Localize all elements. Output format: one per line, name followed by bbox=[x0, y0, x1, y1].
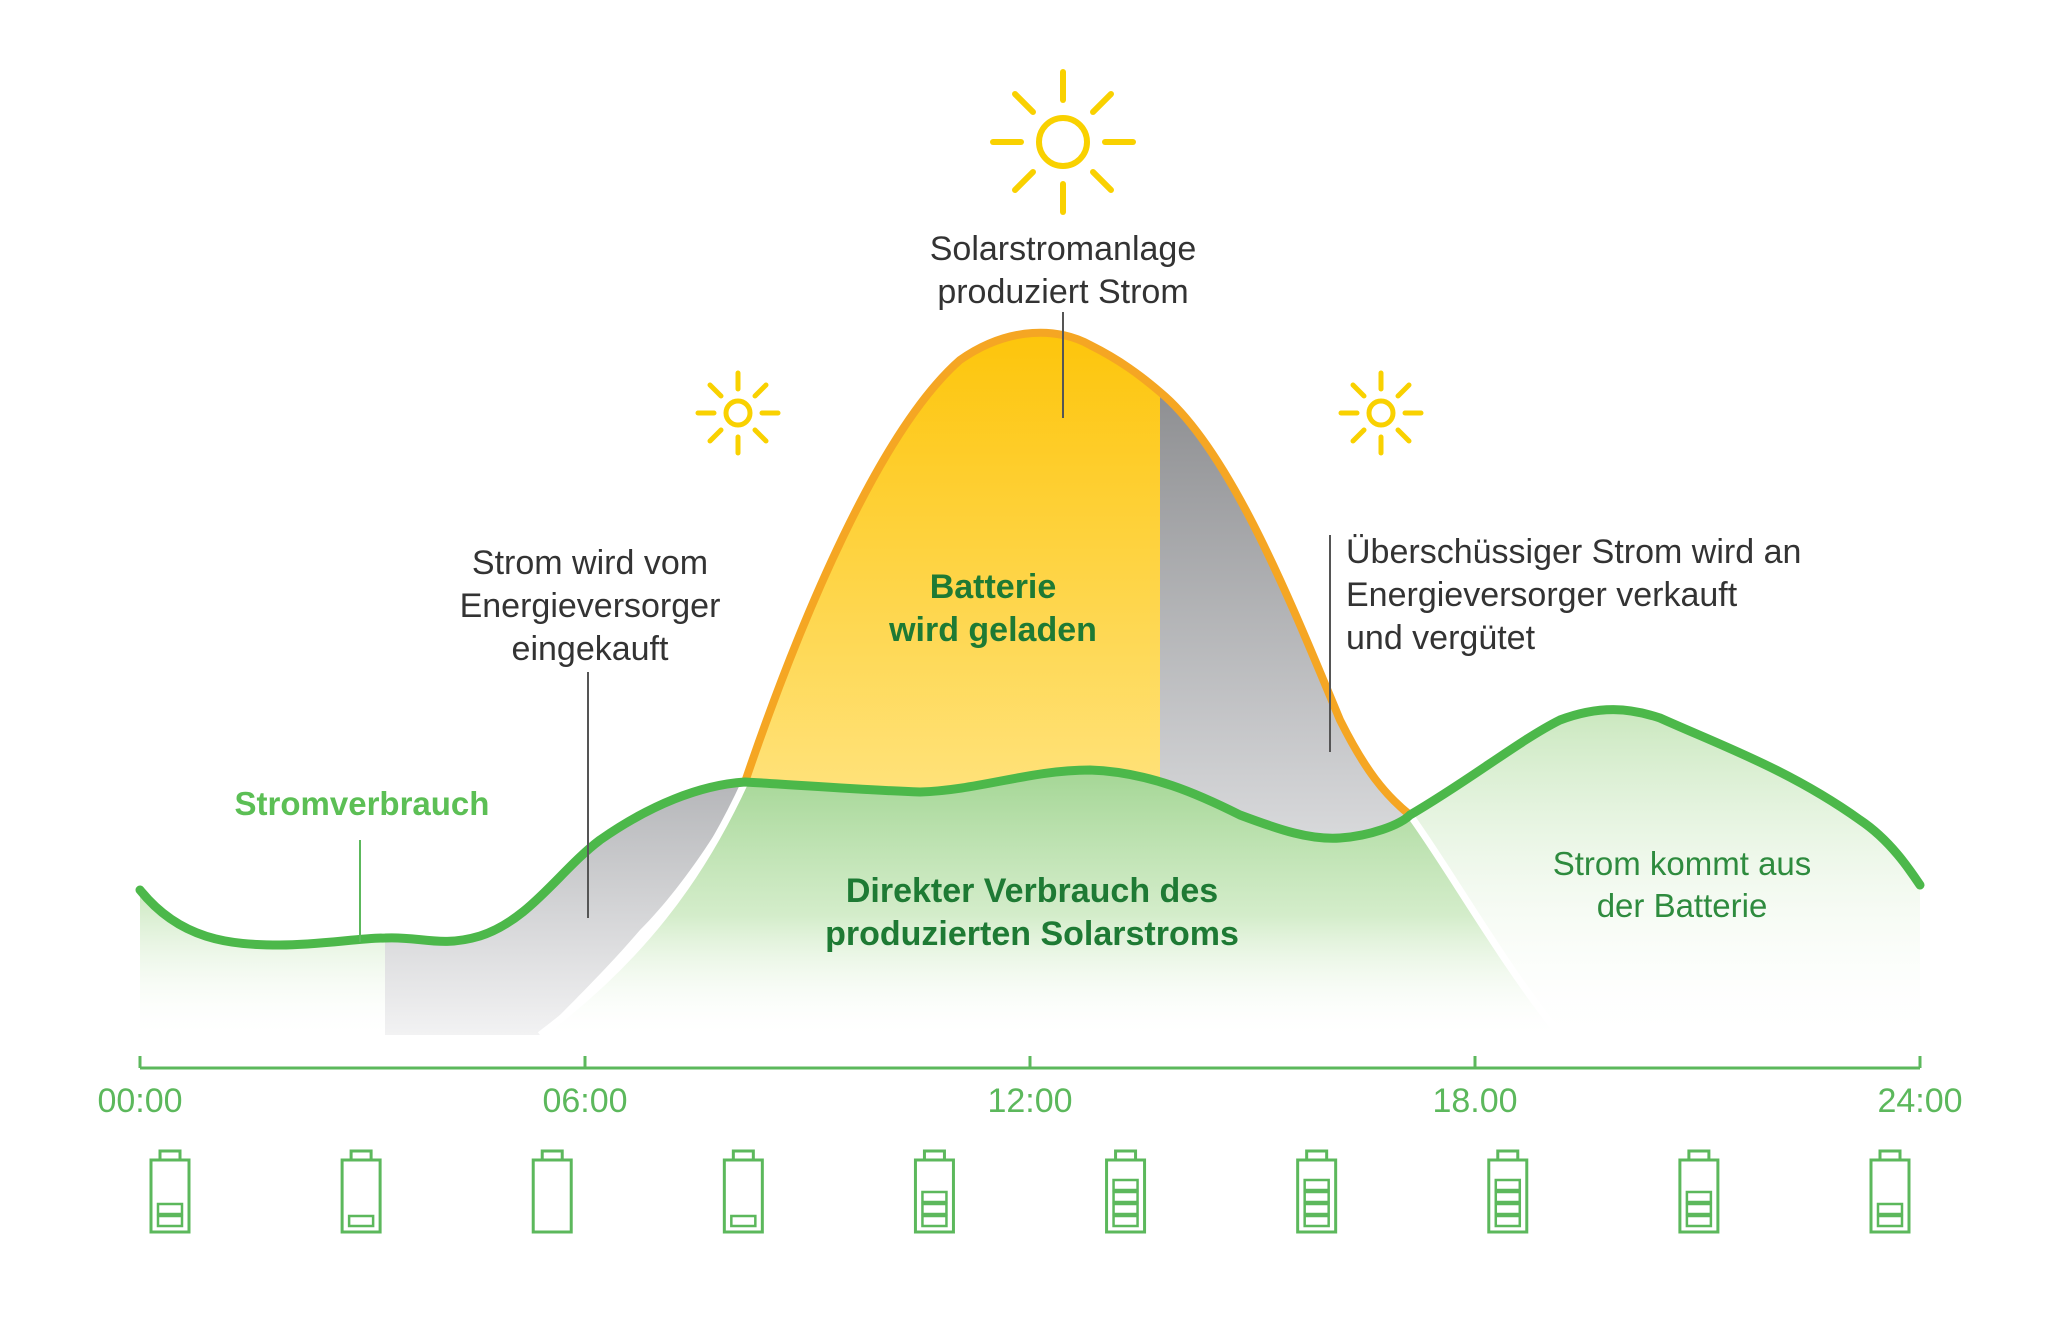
battery-level-segment bbox=[1112, 1202, 1139, 1216]
axis-tick-label: 24:00 bbox=[1877, 1082, 1962, 1120]
solar-production-label-line1: Solarstromanlage bbox=[930, 230, 1196, 268]
from-battery-label-line1: Strom kommt aus bbox=[1553, 845, 1812, 882]
battery-level-segment bbox=[1112, 1190, 1139, 1204]
battery-icon bbox=[913, 1149, 955, 1234]
sun-icon bbox=[695, 370, 781, 456]
battery-level-segment bbox=[1876, 1214, 1904, 1228]
battery-level-segment bbox=[1112, 1214, 1139, 1228]
battery-icon bbox=[531, 1149, 573, 1234]
night-consumption-area bbox=[140, 890, 385, 1035]
battery-level-segment bbox=[921, 1202, 948, 1216]
battery-icon bbox=[149, 1149, 191, 1234]
battery-icon bbox=[1105, 1149, 1147, 1234]
battery-icon bbox=[722, 1149, 764, 1234]
battery-level-segment bbox=[1876, 1202, 1904, 1216]
grid-purchase-area bbox=[385, 782, 745, 1035]
solar-bell-right-edge bbox=[1407, 812, 1563, 1038]
battery-level-segment bbox=[921, 1214, 948, 1228]
battery-level-segment bbox=[1112, 1178, 1139, 1192]
grid-purchase-label-line1: Strom wird vom bbox=[472, 544, 708, 582]
battery-level-segment bbox=[1303, 1202, 1330, 1216]
axis-tick-label: 06:00 bbox=[542, 1082, 627, 1120]
battery-icon bbox=[1678, 1149, 1720, 1234]
direct-use-label-line1: Direkter Verbrauch des bbox=[846, 872, 1218, 910]
battery-level-segment bbox=[1494, 1178, 1522, 1192]
solar-production-curve bbox=[741, 328, 1414, 819]
battery-charging-area bbox=[745, 332, 1160, 792]
battery-icon bbox=[1869, 1149, 1911, 1234]
battery-charged-label-line2: wird geladen bbox=[888, 611, 1097, 649]
consumption-curve bbox=[135, 705, 1925, 950]
grid-purchase-label-line2: Energieversorger bbox=[460, 587, 721, 625]
sun-icon bbox=[990, 69, 1136, 215]
battery-level-segment bbox=[156, 1214, 184, 1228]
battery-level-segment bbox=[1685, 1214, 1713, 1228]
battery-icon bbox=[1487, 1149, 1529, 1234]
battery-row bbox=[149, 1149, 1911, 1234]
from-battery-label-line2: der Batterie bbox=[1597, 887, 1768, 924]
battery-icon bbox=[340, 1149, 382, 1234]
consumption-label: Stromverbrauch bbox=[235, 785, 490, 822]
battery-level-segment bbox=[730, 1214, 757, 1228]
solar-bell-left-edge bbox=[537, 780, 749, 1038]
battery-level-segment bbox=[1303, 1214, 1330, 1228]
grid-sell-label-line1: Überschüssiger Strom wird an bbox=[1346, 533, 1801, 571]
battery-icon bbox=[1296, 1149, 1338, 1234]
battery-level-segment bbox=[921, 1190, 948, 1204]
battery-level-segment bbox=[1685, 1202, 1713, 1216]
axis-tick-label: 00:00 bbox=[97, 1082, 182, 1120]
grid-purchase-label-line3: eingekauft bbox=[512, 630, 669, 668]
battery-charged-label-line1: Batterie bbox=[930, 568, 1057, 606]
grid-sell-area bbox=[1160, 392, 1410, 839]
axis-tick-label: 12:00 bbox=[987, 1082, 1072, 1120]
battery-level-segment bbox=[1303, 1190, 1330, 1204]
battery-level-segment bbox=[347, 1214, 375, 1228]
solar-production-label-line2: produziert Strom bbox=[937, 273, 1188, 311]
sun-icon bbox=[1338, 370, 1424, 456]
battery-supply-area bbox=[1410, 709, 1920, 1035]
battery-level-segment bbox=[1494, 1202, 1522, 1216]
battery-level-segment bbox=[1494, 1190, 1522, 1204]
grid-sell-label-line3: und vergütet bbox=[1346, 619, 1536, 657]
grid-sell-label-line2: Energieversorger verkauft bbox=[1346, 576, 1738, 614]
battery-level-segment bbox=[1685, 1190, 1713, 1204]
time-axis-ticks: 00:00 06:00 12:00 18.00 24:00 bbox=[97, 1056, 1963, 1120]
battery-level-segment bbox=[156, 1202, 184, 1216]
battery-level-segment bbox=[1494, 1214, 1522, 1228]
direct-use-label-line2: produzierten Solarstroms bbox=[825, 915, 1239, 953]
axis-tick-label: 18.00 bbox=[1432, 1082, 1517, 1120]
battery-level-segment bbox=[1303, 1178, 1330, 1192]
